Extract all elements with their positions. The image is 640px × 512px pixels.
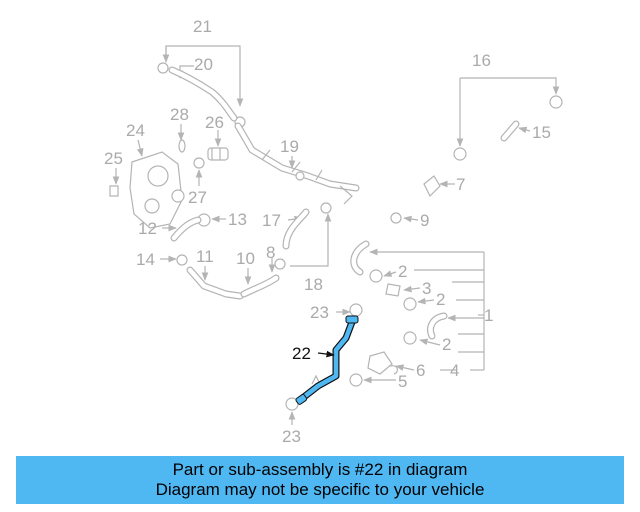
parts-diagram: 21 20 16 15 28 26 24 19 25 7 27 12 13 17… (104, 17, 563, 446)
clamp-21a (157, 62, 169, 74)
callout-16: 16 (472, 51, 491, 70)
callout-13: 13 (228, 210, 247, 229)
callout-4: 4 (450, 361, 459, 380)
oring-5 (349, 373, 363, 387)
callout-18: 18 (304, 275, 323, 294)
callout-23-top: 23 (310, 303, 329, 322)
callout-17: 17 (262, 211, 281, 230)
ghost-parts (109, 62, 563, 411)
sensor-26 (207, 147, 229, 161)
clip-25 (109, 185, 119, 197)
callout-25: 25 (104, 149, 123, 168)
callout-24: 24 (126, 121, 145, 140)
banner-line-1: Part or sub-assembly is #22 in diagram (172, 460, 468, 479)
fitting-7 (423, 175, 441, 198)
leader-22 (317, 350, 335, 358)
callout-8: 8 (266, 243, 275, 262)
clamp-16b (453, 147, 467, 161)
callout-27: 27 (188, 188, 207, 207)
callout-22: 22 (292, 344, 311, 363)
callout-2-low: 2 (442, 335, 451, 354)
callout-3: 3 (422, 279, 431, 298)
callout-10: 10 (236, 249, 255, 268)
callout-11: 11 (196, 247, 214, 266)
info-banner: Part or sub-assembly is #22 in diagram D… (16, 456, 624, 504)
clamp-9 (390, 212, 402, 224)
thermostat-housing-6 (367, 351, 393, 375)
callout-9: 9 (420, 211, 429, 230)
callout-labels: 21 20 16 15 28 26 24 19 25 7 27 12 13 17… (104, 17, 551, 446)
callout-15: 15 (532, 123, 551, 142)
callout-7: 7 (456, 175, 465, 194)
callout-2-mid: 2 (436, 290, 445, 309)
highlighted-part-22[interactable] (295, 315, 359, 405)
callout-12: 12 (138, 219, 157, 238)
callout-28: 28 (170, 105, 189, 124)
callout-6: 6 (416, 361, 425, 380)
leader-lines (112, 45, 560, 425)
callout-1: 1 (484, 306, 493, 325)
oring-27 (193, 157, 205, 169)
clamp-23-top (349, 303, 363, 317)
callout-21: 21 (193, 17, 212, 36)
callout-5: 5 (398, 372, 407, 391)
banner-line-2: Diagram may not be specific to your vehi… (155, 480, 485, 499)
clamp-16a (549, 95, 563, 109)
gasket-28 (178, 139, 186, 153)
water-pump-housing (129, 151, 183, 229)
clamp-14 (176, 254, 188, 266)
callout-26: 26 (205, 113, 224, 132)
callout-14: 14 (136, 250, 155, 269)
callout-2-top: 2 (398, 262, 407, 281)
callout-23-bottom: 23 (282, 427, 301, 446)
callout-20: 20 (194, 55, 213, 74)
clamp-8 (274, 258, 286, 270)
callout-19: 19 (280, 137, 299, 156)
